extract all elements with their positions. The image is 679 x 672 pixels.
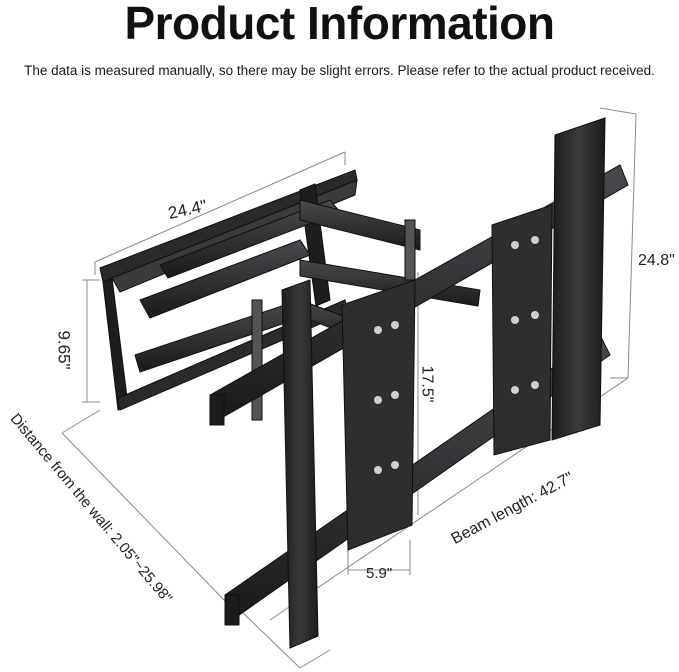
mounting-holes — [374, 236, 539, 474]
page-title: Product Information — [124, 0, 555, 49]
dim-arm-plate-height: 17.5" — [418, 365, 436, 403]
swing-arms — [134, 199, 481, 421]
dim-tv-bracket-height: 24.8" — [638, 252, 675, 269]
page-subtitle: The data is measured manually, so there … — [24, 63, 655, 78]
dim-arm-plate-width: 5.9" — [366, 565, 393, 582]
dim-wall-plate-height: 9.65" — [54, 330, 74, 370]
vertical-brackets — [281, 117, 606, 649]
dimension-lines — [61, 107, 637, 669]
